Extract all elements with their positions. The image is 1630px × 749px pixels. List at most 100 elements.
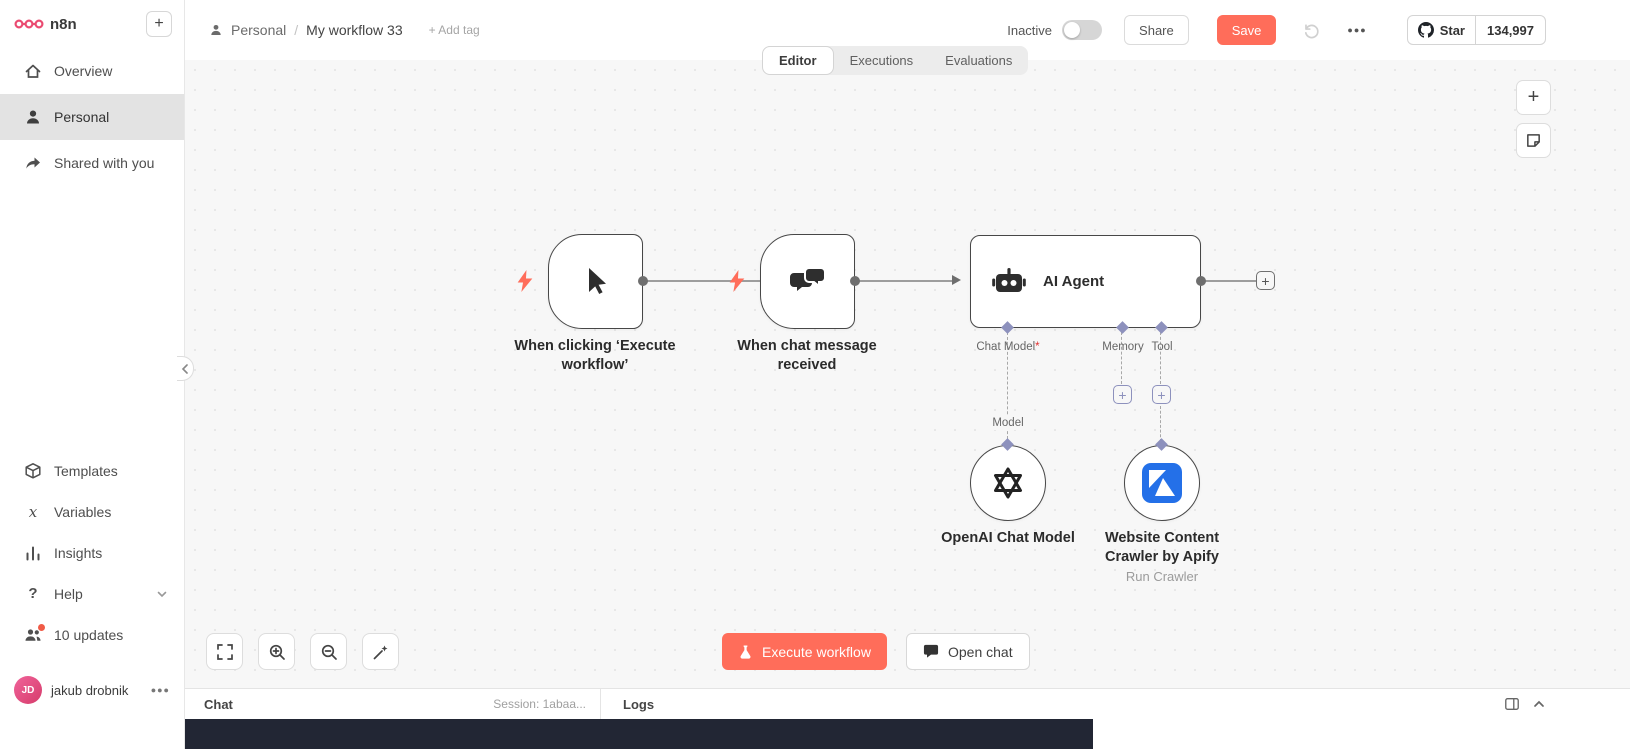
node-title: AI Agent: [1043, 273, 1105, 290]
zoom-out-icon: [321, 644, 337, 660]
add-node-after-button[interactable]: +: [1256, 271, 1275, 290]
github-star-button[interactable]: Star: [1408, 16, 1476, 44]
sidebar-item-variables[interactable]: x Variables: [0, 491, 184, 532]
node-label: When chat message received: [737, 338, 877, 374]
output-handle[interactable]: [638, 276, 648, 286]
node-apify-crawler[interactable]: [1124, 445, 1200, 521]
add-tag-button[interactable]: + Add tag: [428, 23, 480, 37]
trigger-bolt-icon: [729, 270, 745, 297]
person-icon: [24, 108, 42, 126]
top-bar: Personal / My workflow 33 + Add tag Inac…: [185, 0, 1630, 60]
share-button[interactable]: Share: [1124, 15, 1189, 45]
logs-panel-label: Logs: [623, 696, 655, 712]
user-options-button[interactable]: ●●●: [150, 685, 170, 695]
workflow-canvas[interactable]: When clicking ‘Execute workflow’ When ch…: [185, 60, 1630, 688]
openai-icon: [994, 467, 1022, 499]
node-manual-trigger[interactable]: [548, 234, 643, 329]
panel-controls: [1504, 696, 1546, 712]
open-chat-button[interactable]: Open chat: [906, 633, 1030, 670]
sticky-note-button[interactable]: [1516, 123, 1551, 158]
save-button[interactable]: Save: [1216, 15, 1277, 45]
sidebar-item-label: Insights: [54, 544, 103, 561]
templates-icon: [24, 462, 42, 480]
bottom-panel: Chat Session: 1abaa... Logs: [185, 688, 1630, 719]
chat-icon: [923, 644, 939, 658]
chevron-left-icon: [181, 363, 188, 374]
sidebar-item-help[interactable]: ? Help: [0, 573, 184, 614]
zoom-in-button[interactable]: [258, 633, 295, 670]
sidebar-spacer: [0, 186, 184, 450]
variables-icon: x: [28, 502, 38, 521]
node-chat-trigger[interactable]: [760, 234, 855, 329]
plus-icon: +: [154, 15, 164, 32]
sidebar-item-personal[interactable]: Personal: [0, 94, 184, 140]
sidebar-item-label: Shared with you: [54, 155, 155, 171]
zoom-out-button[interactable]: [310, 633, 347, 670]
history-undo-icon[interactable]: [1302, 21, 1321, 40]
n8n-logo-icon[interactable]: [14, 14, 44, 34]
output-handle[interactable]: [850, 276, 860, 286]
node-ai-agent[interactable]: AI Agent: [970, 235, 1201, 328]
bottom-dark-bar: [185, 719, 1093, 749]
trigger-bolt-icon: [517, 270, 533, 297]
sidebar-item-label: Templates: [54, 462, 118, 479]
open-chat-label: Open chat: [948, 643, 1013, 660]
memory-connection: [1121, 332, 1122, 384]
workflow-name[interactable]: My workflow 33: [306, 22, 403, 38]
chat-model-port-label: Chat Model*: [976, 341, 1040, 353]
fit-view-button[interactable]: [206, 633, 243, 670]
connection-line: [1201, 280, 1256, 282]
tab-executions[interactable]: Executions: [849, 53, 914, 68]
tab-evaluations[interactable]: Evaluations: [945, 53, 1013, 68]
tidy-up-button[interactable]: [362, 633, 399, 670]
sidebar-item-shared[interactable]: Shared with you: [0, 140, 184, 186]
panel-divider: [600, 689, 601, 719]
chat-panel-label: Chat: [204, 696, 233, 712]
node-openai-chat-model[interactable]: [970, 445, 1046, 521]
add-node-button[interactable]: +: [1516, 80, 1551, 115]
required-marker: *: [1035, 341, 1040, 353]
add-memory-button[interactable]: +: [1113, 385, 1132, 404]
activation-toggle[interactable]: [1062, 20, 1103, 40]
breadcrumb-project[interactable]: Personal: [231, 22, 287, 38]
flask-icon: [740, 644, 751, 659]
wand-icon: [373, 645, 387, 659]
sidebar-item-overview[interactable]: Overview: [0, 48, 184, 94]
logs-panel-tab[interactable]: Logs: [601, 689, 1630, 719]
avatar: JD: [14, 676, 42, 704]
sidebar-item-label: Overview: [54, 63, 113, 79]
zoom-in-icon: [269, 644, 285, 660]
node-sublabel: Run Crawler: [1125, 569, 1199, 584]
sidebar-item-insights[interactable]: Insights: [0, 532, 184, 573]
panel-layout-button[interactable]: [1504, 696, 1520, 712]
chat-bubbles-icon: [789, 266, 826, 291]
user-menu[interactable]: JD jakub drobnik ●●●: [0, 663, 184, 717]
add-tool-button[interactable]: +: [1152, 385, 1171, 404]
tool-connection: [1160, 332, 1161, 384]
node-label: Website Content Crawler by Apify: [1104, 530, 1220, 566]
panel-collapse-button[interactable]: [1532, 697, 1546, 711]
share-arrow-icon: [24, 154, 42, 172]
sidebar-item-templates[interactable]: Templates: [0, 450, 184, 491]
tab-editor[interactable]: Editor: [762, 46, 834, 75]
output-handle[interactable]: [1196, 276, 1206, 286]
execute-workflow-button[interactable]: Execute workflow: [722, 633, 887, 670]
sidebar-nav-bottom: Templates x Variables Insights ? Help: [0, 450, 184, 655]
memory-port-label: Memory: [1102, 341, 1144, 353]
more-options-button[interactable]: ●●●: [1347, 25, 1367, 35]
github-icon: [1417, 22, 1434, 38]
github-star-count[interactable]: 134,997: [1487, 22, 1534, 38]
chevron-down-icon: [156, 588, 168, 600]
github-widget: Star 134,997: [1406, 15, 1546, 45]
robot-icon: [992, 267, 1026, 292]
sidebar-item-label: Personal: [54, 109, 110, 125]
chat-panel-tab[interactable]: Chat Session: 1abaa...: [185, 689, 600, 719]
toggle-knob: [1064, 22, 1081, 38]
model-input-label: Model: [988, 416, 1028, 430]
view-tabs: Editor Executions Evaluations: [762, 46, 1029, 75]
home-icon: [24, 62, 42, 80]
execute-workflow-label: Execute workflow: [762, 643, 871, 660]
sidebar-item-updates[interactable]: 10 updates: [0, 614, 184, 655]
cursor-icon: [588, 267, 606, 294]
new-workflow-button[interactable]: +: [146, 11, 172, 37]
